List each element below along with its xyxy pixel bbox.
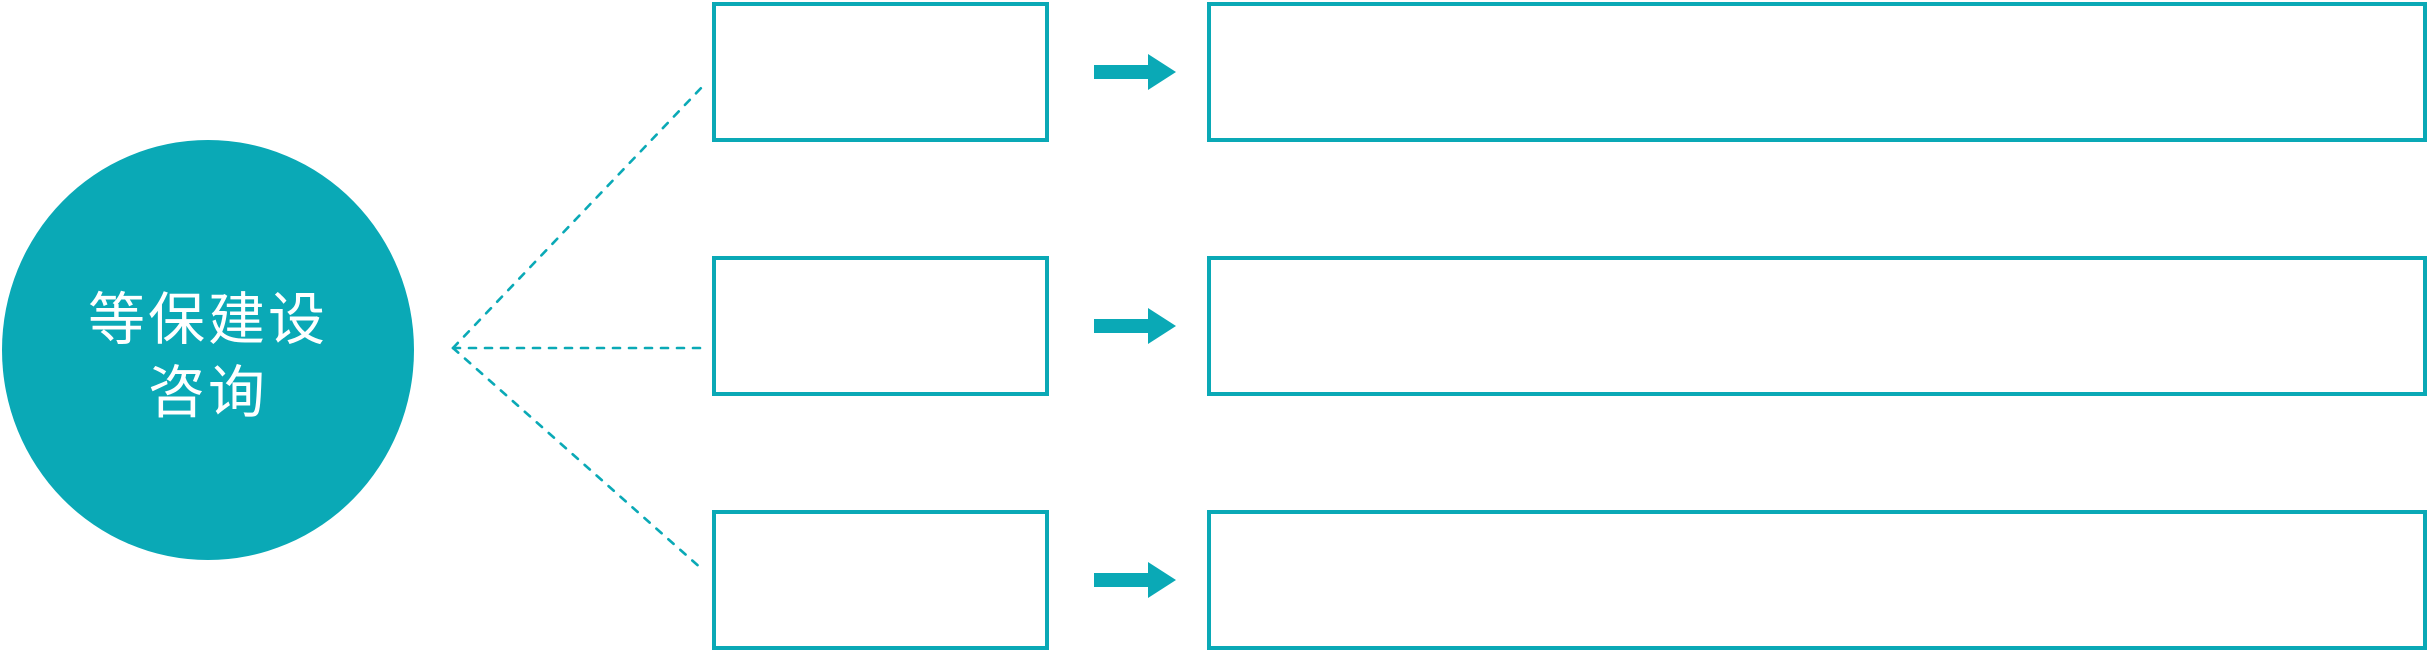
step-box-2 bbox=[712, 256, 1049, 396]
right-arrow-icon-3 bbox=[1094, 562, 1176, 598]
step-box-1 bbox=[712, 2, 1049, 142]
step-box-3 bbox=[712, 510, 1049, 650]
detail-box-3-label bbox=[1211, 514, 2423, 646]
detail-box-2 bbox=[1207, 256, 2427, 396]
hub-title-line1: 等保建设 bbox=[88, 287, 328, 353]
hub-circle: 等保建设 咨询 bbox=[2, 140, 414, 560]
step-box-3-label bbox=[716, 514, 1045, 646]
connector-line-top bbox=[451, 84, 705, 350]
step-box-2-label bbox=[716, 260, 1045, 392]
step-box-1-label bbox=[716, 6, 1045, 138]
connector-line-bottom bbox=[451, 346, 705, 572]
detail-box-3 bbox=[1207, 510, 2427, 650]
hub-title-line2: 咨询 bbox=[148, 360, 268, 426]
detail-box-1 bbox=[1207, 2, 2427, 142]
right-arrow-icon-1 bbox=[1094, 54, 1176, 90]
detail-box-2-label bbox=[1211, 260, 2423, 392]
detail-box-1-label bbox=[1211, 6, 2423, 138]
right-arrow-icon-2 bbox=[1094, 308, 1176, 344]
